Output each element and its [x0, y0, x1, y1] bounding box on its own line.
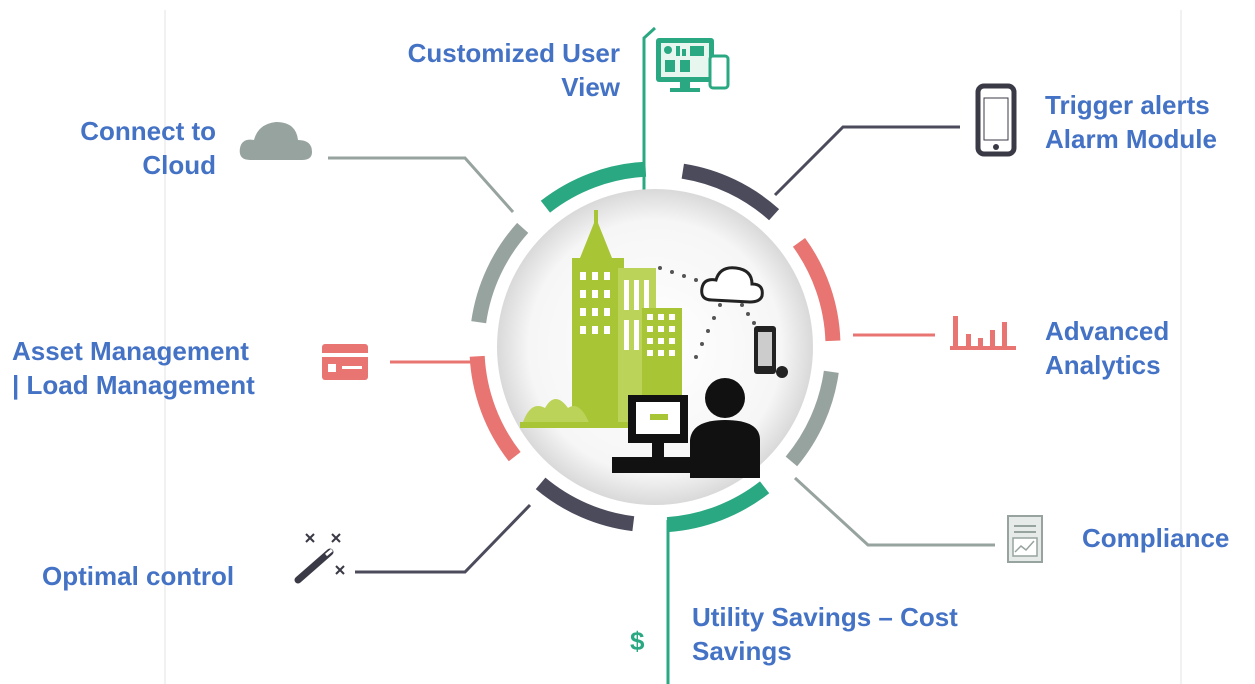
dashboard-monitor-icon: [656, 38, 730, 92]
ring-segment-asset: [469, 355, 521, 462]
label-asset-management: Asset Management | Load Management: [12, 334, 255, 402]
connector-cloud: [328, 156, 515, 213]
ring-segment-cloud: [471, 222, 529, 324]
ring-segment-analytics: [792, 237, 841, 342]
label-optimal-control: Optimal control: [42, 559, 234, 593]
label-compliance: Compliance: [1082, 521, 1229, 555]
label-connect-cloud: Connect to Cloud: [20, 114, 216, 182]
smart-building-illustration: [520, 210, 788, 478]
label-line: Optimal control: [42, 561, 235, 591]
label-line: Connect to: [80, 116, 216, 146]
connector-customized: [642, 26, 657, 190]
ring-segment-trigger: [681, 163, 780, 221]
smartphone-icon: [975, 83, 1017, 157]
label-line: | Load Management: [12, 370, 255, 400]
bar-chart-icon: [950, 316, 1016, 350]
magic-wand-icon: [294, 533, 345, 584]
label-trigger-alerts: Trigger alerts Alarm Module: [1045, 88, 1217, 156]
connector-optimal: [355, 503, 532, 574]
ring-segment-optimal: [535, 477, 635, 532]
label-line: Advanced: [1045, 316, 1170, 346]
label-line: View: [561, 72, 620, 102]
cloud-icon: [239, 122, 312, 160]
label-line: Savings: [692, 636, 792, 666]
label-line: Customized User: [407, 38, 620, 68]
label-line: Asset Management: [12, 336, 249, 366]
ring-segment-customized: [540, 161, 647, 213]
connector-trigger: [773, 125, 960, 197]
label-utility-savings: Utility Savings – Cost Savings: [692, 600, 958, 668]
card-icon: [322, 344, 368, 380]
label-line: Trigger alerts: [1045, 90, 1210, 120]
central-hub: [497, 189, 813, 505]
ring-segment-compliance: [785, 370, 839, 467]
ring-segment-utility: [666, 481, 770, 533]
label-line: Utility Savings – Cost: [692, 602, 958, 632]
label-customized-view: Customized User View: [350, 36, 620, 104]
ring-segments: [469, 161, 841, 533]
document-chart-icon: [1007, 515, 1043, 563]
label-line: Alarm Module: [1045, 124, 1217, 154]
connector-compliance: [793, 476, 995, 547]
label-advanced-analytics: Advanced Analytics: [1045, 314, 1169, 382]
label-line: Cloud: [142, 150, 216, 180]
dollar-icon: $: [630, 626, 645, 656]
label-line: Compliance: [1082, 523, 1230, 553]
label-line: Analytics: [1045, 350, 1161, 380]
connector-lines: [328, 26, 995, 684]
